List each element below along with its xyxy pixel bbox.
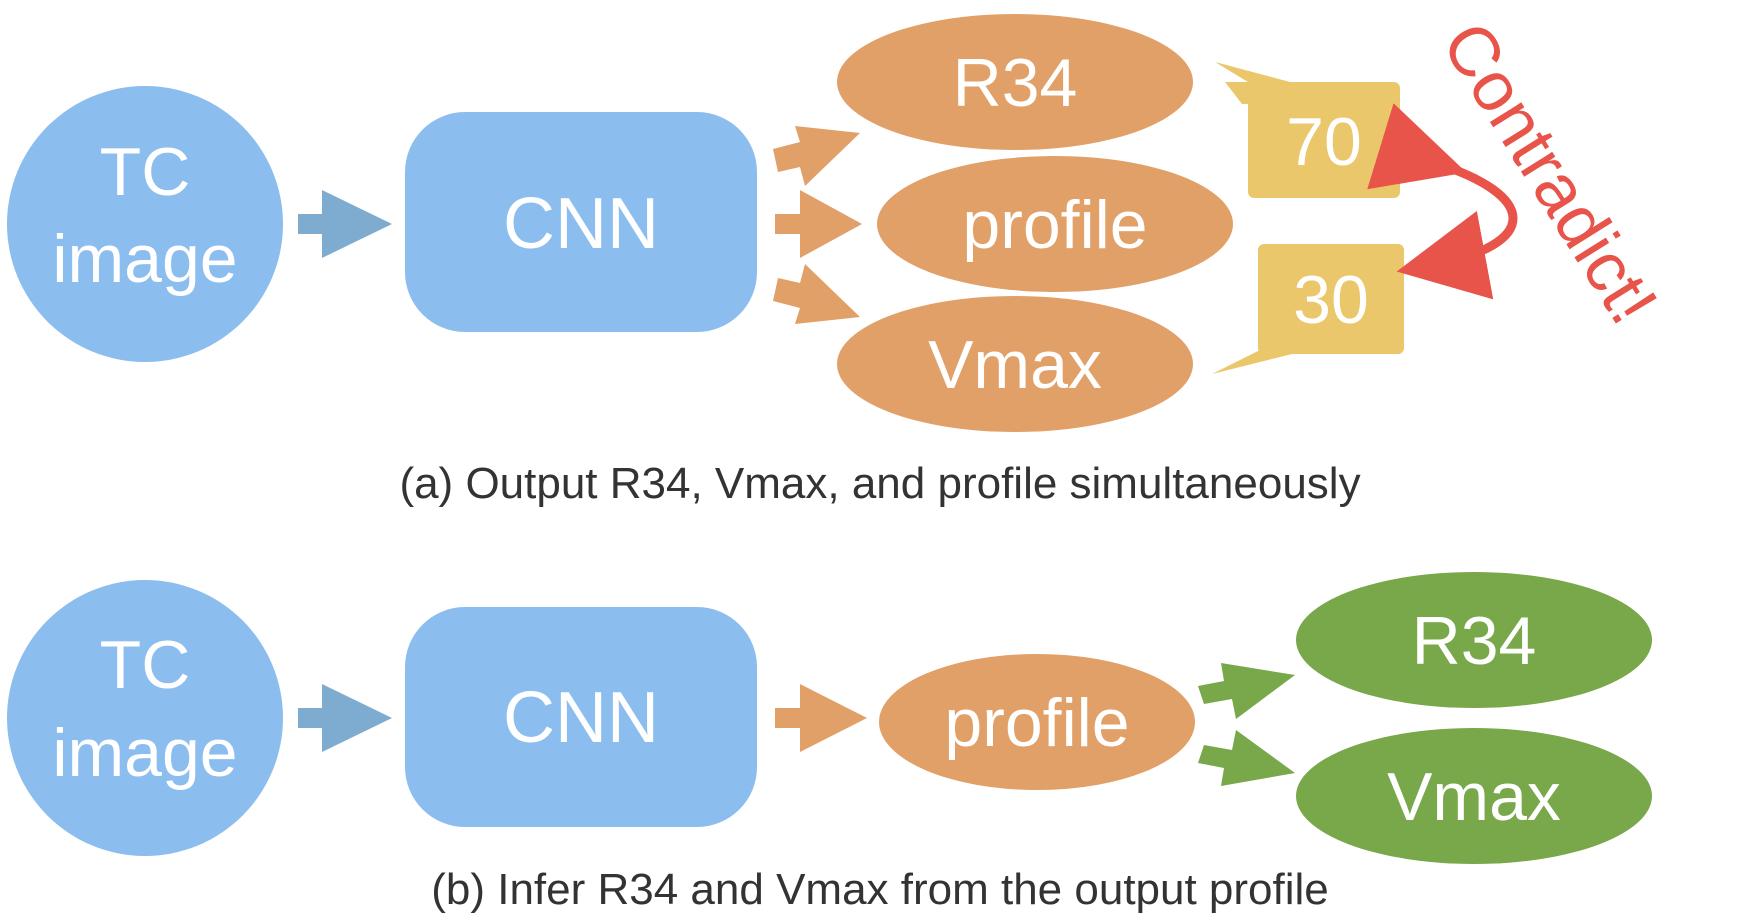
vmax-derived-label: Vmax — [1387, 759, 1561, 835]
vmax-output-node-a: Vmax — [837, 296, 1193, 432]
arrow-cnn-to-vmax-a — [773, 264, 860, 324]
profile-output-label: profile — [962, 187, 1147, 263]
vmax-value-callout: 30 — [1212, 244, 1404, 374]
r34-output-node-a: R34 — [837, 14, 1193, 150]
arrow-profile-to-r34-b — [1198, 663, 1295, 719]
arrow-input-to-cnn-b — [298, 684, 392, 752]
arrow-input-to-cnn-a — [298, 190, 392, 258]
tc-image-label-line2: image — [52, 715, 237, 791]
tc-image-label-line1: TC — [100, 134, 191, 210]
panel-b: TC image CNN profile R34 Vmax (b) Infer … — [7, 572, 1652, 914]
r34-value: 70 — [1286, 104, 1362, 180]
r34-output-label: R34 — [953, 45, 1078, 121]
arrow-profile-to-vmax-b — [1198, 730, 1295, 786]
caption-b: (b) Infer R34 and Vmax from the output p… — [431, 865, 1329, 914]
caption-a: (a) Output R34, Vmax, and profile simult… — [399, 459, 1360, 508]
profile-output-label: profile — [944, 685, 1129, 761]
cnn-node-b: CNN — [405, 607, 757, 827]
panel-a: TC image CNN R34 profile Vmax — [7, 9, 1673, 508]
contradict-double-arrow — [1367, 103, 1518, 300]
cnn-node-a: CNN — [405, 112, 757, 332]
tc-image-label-line1: TC — [100, 627, 191, 703]
profile-output-node-a: profile — [877, 156, 1233, 292]
arrow-cnn-to-profile-b — [775, 684, 867, 752]
r34-value-callout: 70 — [1215, 62, 1400, 198]
tc-image-label-line2: image — [52, 221, 237, 297]
vmax-derived-node-b: Vmax — [1296, 728, 1652, 864]
tc-image-node-b: TC image — [7, 580, 283, 856]
r34-derived-node-b: R34 — [1296, 572, 1652, 708]
vmax-value: 30 — [1293, 262, 1369, 338]
tc-image-node-a: TC image — [7, 86, 283, 362]
cnn-label: CNN — [503, 184, 659, 264]
vmax-output-label: Vmax — [928, 327, 1102, 403]
arrow-cnn-to-r34-a — [773, 126, 860, 186]
cnn-label: CNN — [503, 678, 659, 758]
r34-derived-label: R34 — [1412, 603, 1537, 679]
profile-output-node-b: profile — [879, 654, 1195, 790]
arrow-cnn-to-profile-a — [775, 190, 862, 258]
